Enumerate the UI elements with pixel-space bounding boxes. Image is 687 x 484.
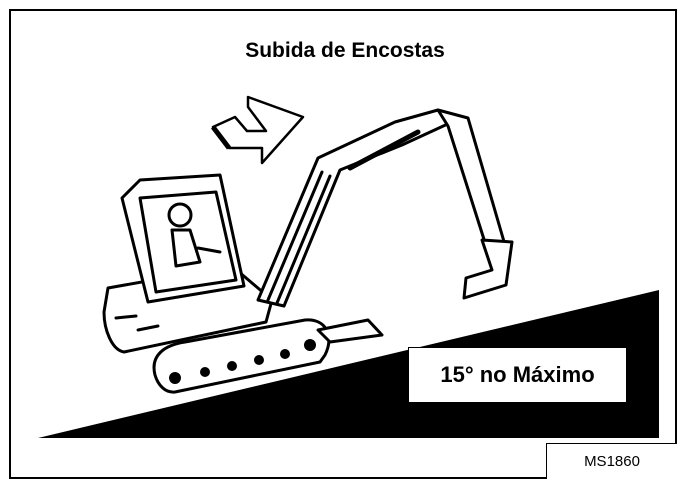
slope-label: 15° no Máximo — [408, 347, 627, 403]
turn-arrow-icon — [211, 95, 305, 165]
figure-code: MS1860 — [546, 443, 677, 479]
diagram-title: Subida de Encostas — [245, 39, 445, 62]
excavator-icon — [102, 108, 514, 394]
